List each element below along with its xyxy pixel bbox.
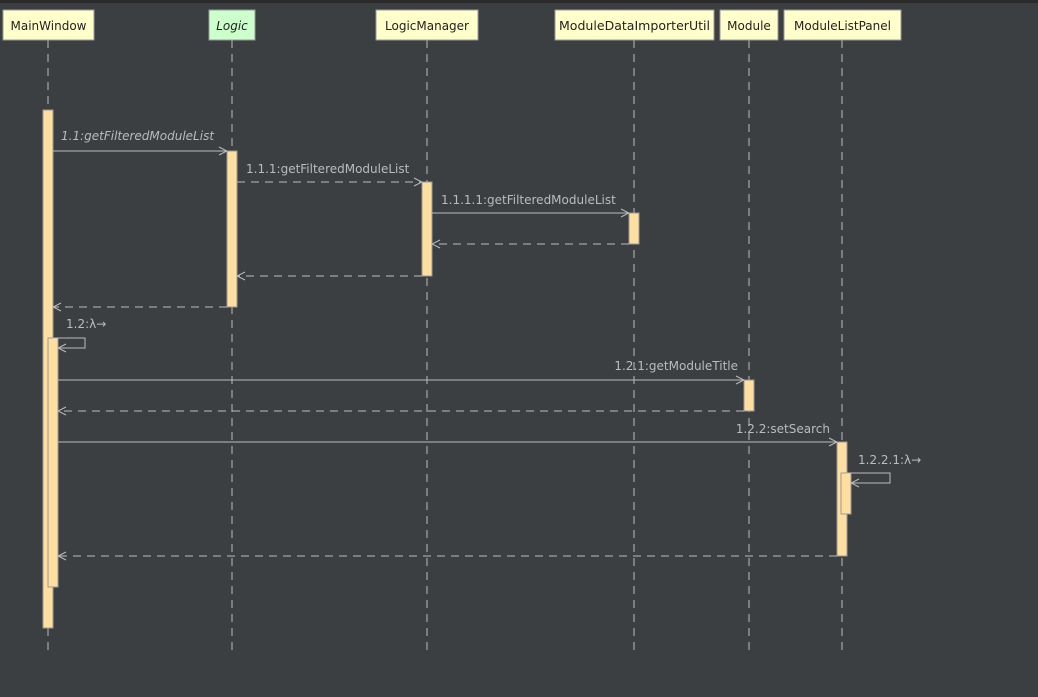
activation-mainwindow-inner	[47, 337, 59, 588]
message-label: 1.1.1.1:getFilteredModuleList	[441, 193, 616, 207]
participant-importer[interactable]: ModuleDataImporterUtil	[554, 9, 715, 41]
participant-logic[interactable]: Logic	[208, 9, 256, 41]
message-label: 1.2.2.1:λ→	[858, 453, 921, 467]
message-1-1: 1.1:getFilteredModuleList	[53, 129, 227, 151]
message-1-2-self: 1.2:λ→	[53, 317, 106, 348]
message-label: 1.1:getFilteredModuleList	[61, 129, 215, 143]
participant-label: ModuleDataImporterUtil	[559, 19, 710, 33]
self-message-arrow	[53, 337, 86, 348]
activations	[42, 109, 852, 629]
message-label: 1.2.1:getModuleTitle	[614, 359, 738, 373]
activation-logicmanager	[421, 181, 433, 277]
participant-logicmanager[interactable]: LogicManager	[375, 9, 479, 41]
message-1-1-1: 1.1.1:getFilteredModuleList	[237, 162, 422, 182]
participant-label: ModuleListPanel	[794, 19, 891, 33]
activation-module	[743, 379, 755, 412]
window-top-edge	[0, 0, 1038, 3]
participant-mainwindow[interactable]: MainWindow	[2, 9, 95, 41]
message-1-2-2-1-self: 1.2.2.1:λ→	[847, 453, 921, 483]
participant-label: Module	[727, 19, 771, 33]
activation-importer	[628, 212, 640, 245]
message-1-2-1: 1.2.1:getModuleTitle	[58, 359, 744, 380]
message-1-2-2: 1.2.2:setSearch	[58, 422, 837, 442]
activation-modulelistpanel-inner	[840, 472, 852, 515]
participant-modulelistpanel[interactable]: ModuleListPanel	[783, 9, 902, 41]
participant-label: MainWindow	[11, 19, 87, 33]
participant-label: LogicManager	[385, 19, 469, 33]
participant-label: Logic	[216, 19, 248, 33]
message-label: 1.1.1:getFilteredModuleList	[246, 162, 410, 176]
message-label: 1.2:λ→	[66, 317, 106, 331]
activation-logic	[226, 150, 238, 308]
participant-module[interactable]: Module	[719, 9, 779, 41]
self-message-arrow	[847, 472, 891, 483]
message-1-1-1-1: 1.1.1.1:getFilteredModuleList	[432, 193, 629, 213]
message-label: 1.2.2:setSearch	[736, 422, 830, 436]
